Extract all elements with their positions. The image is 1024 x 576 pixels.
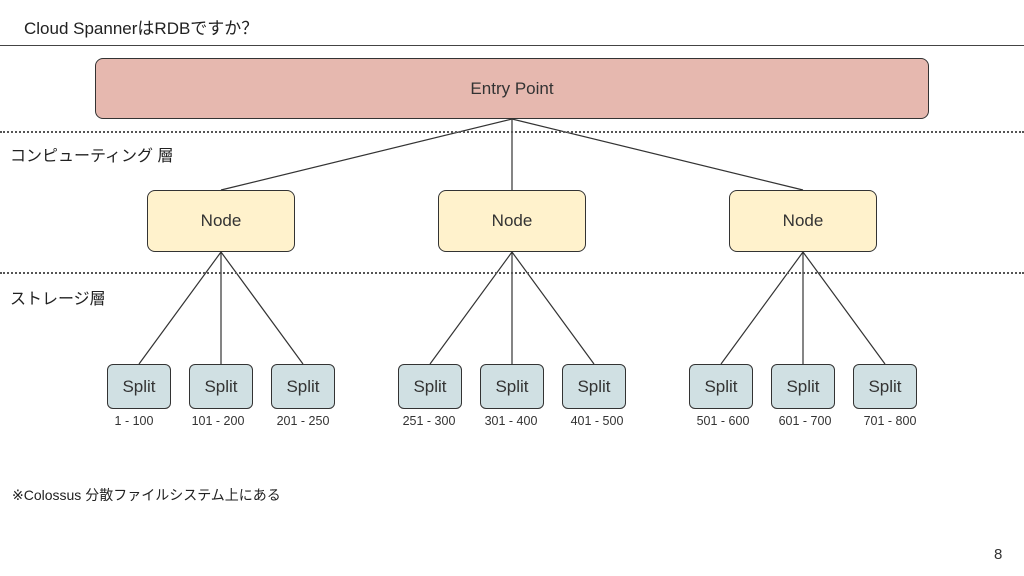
split-range-label: 1 - 100: [114, 414, 154, 428]
split-box: Split: [480, 364, 544, 409]
split-range-label: 701 - 800: [863, 414, 917, 428]
split-box: Split: [189, 364, 253, 409]
slide-title: Cloud SpannerはRDBですか？: [24, 19, 259, 38]
connector-node-1-split-1: [138, 251, 222, 365]
split-box: Split: [271, 364, 335, 409]
split-box: Split: [562, 364, 626, 409]
connector-node-2-split-3: [511, 251, 595, 365]
connector-node-3-split-1: [720, 251, 804, 365]
split-box: Split: [689, 364, 753, 409]
storage-layer-label: ストレージ層: [10, 291, 106, 308]
connector-node-1-split-3: [220, 251, 304, 365]
split-range-label: 501 - 600: [696, 414, 750, 428]
page-number: 8: [994, 546, 1003, 563]
split-box: Split: [398, 364, 462, 409]
node-box-1: Node: [147, 190, 295, 252]
split-box: Split: [853, 364, 917, 409]
footnote: ※Colossus 分散ファイルシステム上にある: [12, 487, 281, 503]
connector-entry-node-3: [511, 118, 804, 191]
split-range-label: 601 - 700: [778, 414, 832, 428]
split-range-label: 401 - 500: [570, 414, 624, 428]
connector-node-3-split-3: [802, 251, 886, 365]
split-range-label: 101 - 200: [191, 414, 245, 428]
split-range-label: 201 - 250: [276, 414, 330, 428]
split-range-label: 301 - 400: [484, 414, 538, 428]
storage-layer-divider: [0, 272, 1024, 274]
split-box: Split: [107, 364, 171, 409]
title-divider: [0, 45, 1024, 46]
connector-node-2-split-1: [429, 251, 513, 365]
split-box: Split: [771, 364, 835, 409]
compute-layer-label: コンピューティング 層: [10, 148, 174, 165]
node-box-2: Node: [438, 190, 586, 252]
entry-point-box: Entry Point: [95, 58, 929, 119]
node-box-3: Node: [729, 190, 877, 252]
split-range-label: 251 - 300: [402, 414, 456, 428]
connector-entry-node-1: [220, 118, 513, 191]
compute-layer-divider: [0, 131, 1024, 133]
